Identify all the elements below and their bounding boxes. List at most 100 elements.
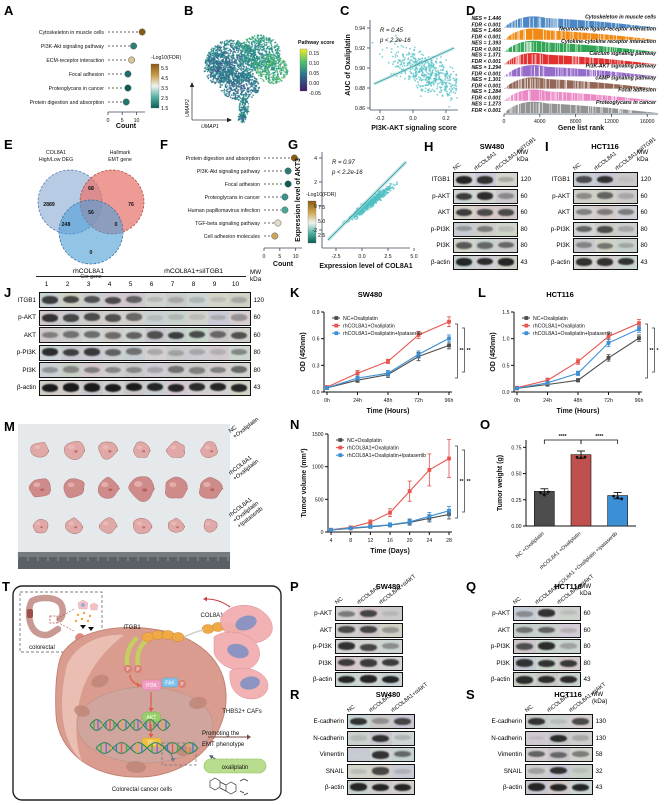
blot-band — [455, 225, 473, 232]
blot-band — [167, 383, 185, 392]
panel-d-nes: NES = 1.294 — [471, 65, 501, 71]
blot-band — [381, 627, 400, 634]
schematic-p-1: P — [136, 667, 140, 673]
blot-band — [393, 734, 412, 741]
blot-band — [41, 313, 59, 322]
panel-s-label: S — [466, 687, 475, 702]
blot-band — [455, 209, 473, 217]
n-ytick: 1500 — [312, 432, 324, 438]
panel-k-label: K — [290, 285, 300, 300]
n-xtick: 4 — [330, 538, 333, 544]
schematic-oxaliplatin-label: oxaliplatin — [222, 765, 249, 771]
panel-f-category-label: PI3K-Akt signaling pathway — [197, 169, 261, 175]
blot-row: Vimentin — [300, 747, 415, 762]
blot-mw-header: (kDa) — [592, 697, 608, 705]
panel-p-title: SW480 — [375, 582, 401, 591]
blot-mw-value: 80 — [640, 242, 648, 249]
blot-lane-label: rhCOL8A1 — [368, 692, 393, 714]
blot-band — [167, 365, 185, 373]
blot-protein-name: AKT — [319, 626, 332, 634]
blot-band-box — [452, 221, 518, 237]
blot-band — [596, 258, 614, 266]
n-ylabel: Tumor volume (mm³) — [301, 448, 308, 517]
panel-b-legend-title: Pathway score — [298, 40, 334, 46]
blot-band — [371, 767, 390, 775]
panel-a-category-label: PI3K-Akt signaling pathway — [41, 44, 105, 50]
blot-mw-header: kDa — [580, 589, 592, 597]
k-ytick: 0.3 — [312, 363, 319, 369]
blot-mw-header: kDa — [637, 155, 649, 163]
o-significance-2: **** — [595, 434, 604, 440]
panel-c-ytick: 0.86 — [355, 106, 365, 112]
blot-band — [381, 675, 400, 684]
n-ytick: 0 — [321, 530, 324, 536]
panel-c-label: C — [340, 3, 350, 18]
blot-band — [349, 783, 368, 791]
tumor-group-label: rhCOL8A1 +Oxaliplatin +Ipatasertib — [228, 497, 265, 531]
blot-band-box — [452, 205, 518, 220]
blot-protein-name: β-actin — [16, 384, 36, 391]
blot-band-box — [524, 714, 593, 729]
l-significance: * — [657, 348, 660, 354]
panel-a-category-label: Focal adhesion — [69, 72, 104, 78]
blot-band — [497, 193, 515, 200]
blot-row: N-cadherin — [300, 730, 415, 746]
blot-protein-name: p-PI3K — [312, 643, 332, 650]
blot-band — [596, 192, 614, 199]
blot-band-box — [524, 780, 593, 795]
blot-protein-name: PI3K — [318, 659, 332, 667]
panel-i-label: I — [545, 139, 549, 154]
panel-f-dot — [281, 193, 289, 201]
blot-protein-name: PI3K — [496, 659, 510, 667]
k-ylabel: OD (450nm) — [300, 332, 307, 371]
blot-band-box — [346, 763, 415, 779]
blot-band — [83, 295, 101, 304]
blot-band — [393, 750, 412, 758]
k-legend-item: rhCOL8A1+Oxaliplatin — [343, 324, 395, 330]
blot-band — [188, 297, 206, 303]
blot-band — [349, 768, 368, 774]
blot-row: β-actin — [300, 780, 415, 795]
venn-value-b-only: 76 — [128, 202, 134, 208]
schematic-p-0: P — [126, 667, 130, 673]
blot-band — [209, 331, 227, 339]
blot-band-box — [38, 309, 251, 326]
o-ytick: 0.00 — [511, 524, 521, 530]
tumor-specimen — [98, 517, 118, 534]
blot-group-label: rhCOL8A1+siITGB1 — [141, 268, 246, 277]
blot-mw-value: 60 — [520, 209, 528, 216]
panel-g-xtick: 0.0 — [358, 254, 365, 260]
blot-lane-number: 5 — [128, 281, 133, 288]
schematic-cafs-label: THBS2+ CAFs — [222, 709, 262, 715]
k-ytick: 0.6 — [312, 337, 319, 343]
blot-band — [188, 367, 206, 374]
panel-d-track-name: cAMP signaling pathway — [595, 76, 657, 82]
blot-band — [596, 209, 614, 216]
panel-p-label: P — [290, 579, 299, 594]
blot-band — [41, 331, 59, 339]
blot-band — [146, 331, 164, 339]
blot-band — [62, 314, 80, 322]
blot-band — [476, 242, 494, 250]
blot-band — [349, 717, 368, 726]
blot-band — [146, 296, 164, 303]
n-xtick: 12 — [367, 538, 373, 544]
blot-row: E-cadherin — [300, 714, 415, 729]
panel-a-xlabel: Count — [116, 123, 137, 130]
blot-protein-name: N-cadherin — [313, 734, 344, 742]
blot-protein-name: ITGB1 — [17, 296, 36, 304]
panel-a-dot — [124, 84, 132, 92]
l-xtick: 96h — [635, 398, 644, 404]
panel-b-legend-tick: 0.10 — [309, 61, 319, 67]
schematic-promoting-1: Promoting the — [202, 731, 240, 737]
blot-band — [527, 768, 546, 774]
